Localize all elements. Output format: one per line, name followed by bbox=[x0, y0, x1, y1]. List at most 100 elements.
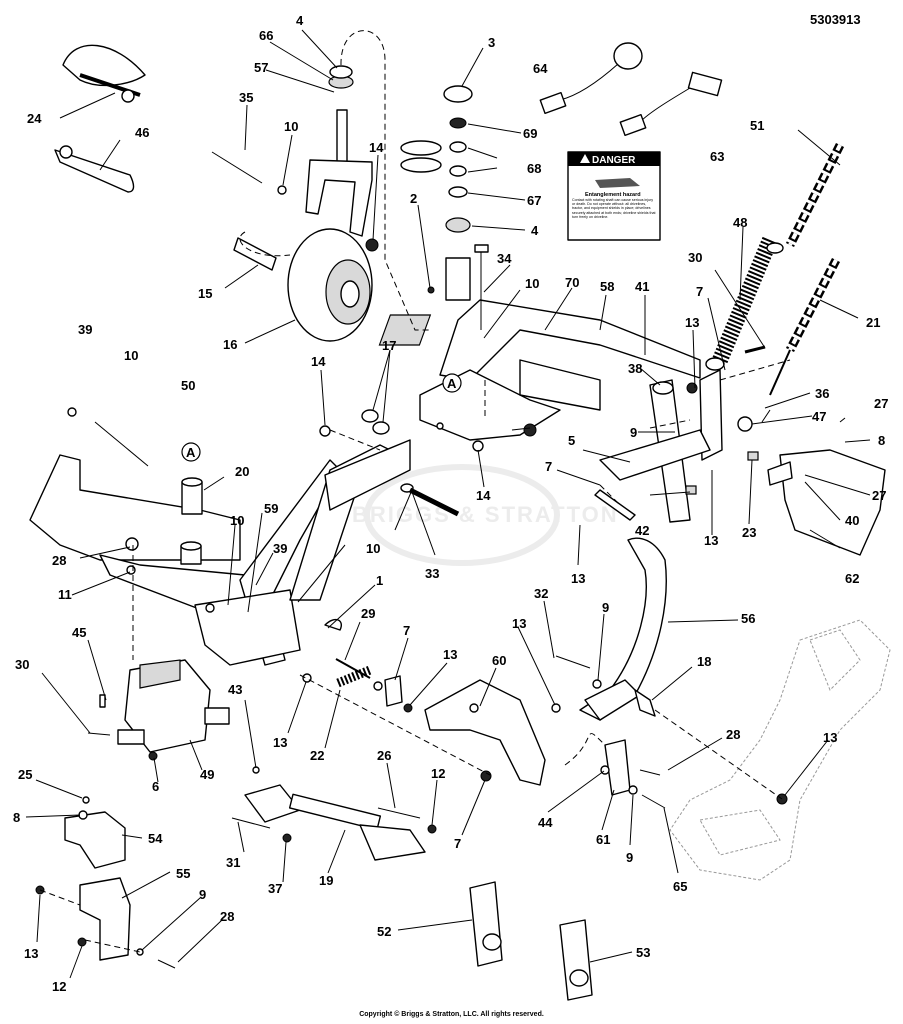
label-66: 66 bbox=[259, 28, 273, 43]
label-57: 57 bbox=[254, 60, 268, 75]
label-28-c: 28 bbox=[726, 727, 740, 742]
label-29: 29 bbox=[361, 606, 375, 621]
label-42: 42 bbox=[635, 523, 649, 538]
label-14-a: 14 bbox=[369, 140, 384, 155]
label-5: 5 bbox=[568, 433, 575, 448]
label-12-b: 12 bbox=[431, 766, 445, 781]
label-10-e: 10 bbox=[366, 541, 380, 556]
label-50: 50 bbox=[181, 378, 195, 393]
label-51: 51 bbox=[750, 118, 764, 133]
label-69: 69 bbox=[523, 126, 537, 141]
label-13-f: 13 bbox=[443, 647, 457, 662]
wire-harnesses bbox=[539, 42, 723, 137]
hitch-pin-lanyard bbox=[62, 44, 146, 103]
label-9-d: 9 bbox=[626, 850, 633, 865]
label-70: 70 bbox=[565, 275, 579, 290]
label-39-a: 39 bbox=[78, 322, 92, 337]
callout-a-top: A bbox=[442, 373, 462, 393]
label-9-c: 9 bbox=[602, 600, 609, 615]
label-9-a: 9 bbox=[630, 425, 637, 440]
label-7-b: 7 bbox=[545, 459, 552, 474]
label-56: 56 bbox=[741, 611, 755, 626]
label-64: 64 bbox=[533, 61, 548, 76]
label-55: 55 bbox=[176, 866, 190, 881]
label-21: 21 bbox=[866, 315, 880, 330]
label-63: 63 bbox=[710, 149, 724, 164]
label-37: 37 bbox=[268, 881, 282, 896]
side-plates bbox=[469, 881, 593, 1001]
callout-a-top-label: A bbox=[447, 376, 457, 391]
label-13-b: 13 bbox=[704, 533, 718, 548]
label-27-a: 27 bbox=[874, 396, 888, 411]
label-13-e: 13 bbox=[273, 735, 287, 750]
label-39-b: 39 bbox=[273, 541, 287, 556]
label-10-b: 10 bbox=[525, 276, 539, 291]
label-18: 18 bbox=[697, 654, 711, 669]
label-11: 11 bbox=[58, 587, 72, 602]
label-8-a: 8 bbox=[878, 433, 885, 448]
label-23: 23 bbox=[742, 525, 756, 540]
label-40: 40 bbox=[845, 513, 859, 528]
label-59: 59 bbox=[264, 501, 278, 516]
label-7-a: 7 bbox=[696, 284, 703, 299]
label-43: 43 bbox=[228, 682, 242, 697]
bearing-stack bbox=[400, 85, 473, 301]
label-3: 3 bbox=[488, 35, 495, 50]
label-2: 2 bbox=[410, 191, 417, 206]
label-38: 38 bbox=[628, 361, 642, 376]
label-58: 58 bbox=[600, 279, 614, 294]
label-9-b: 9 bbox=[199, 887, 206, 902]
callout-a-left-label: A bbox=[186, 445, 196, 460]
label-25: 25 bbox=[18, 767, 32, 782]
label-16: 16 bbox=[223, 337, 237, 352]
driveshaft bbox=[231, 766, 437, 861]
part-labels: 4 66 57 35 10 14 3 69 68 67 4 2 64 63 51… bbox=[13, 13, 888, 994]
gearbox bbox=[87, 659, 230, 761]
label-24: 24 bbox=[27, 111, 42, 126]
label-31: 31 bbox=[226, 855, 240, 870]
label-10-d: 10 bbox=[230, 513, 244, 528]
label-22: 22 bbox=[310, 748, 324, 763]
hitch-frame bbox=[378, 244, 701, 452]
label-28-a: 28 bbox=[52, 553, 66, 568]
label-36: 36 bbox=[815, 386, 829, 401]
label-45: 45 bbox=[72, 625, 86, 640]
caster-wheel-assembly bbox=[211, 65, 379, 342]
label-15: 15 bbox=[198, 286, 212, 301]
label-8-b: 8 bbox=[13, 810, 20, 825]
danger-decal-title: Entanglement hazard bbox=[585, 192, 641, 198]
label-46: 46 bbox=[135, 125, 149, 140]
label-12-a: 12 bbox=[52, 979, 66, 994]
watermark-text: BRIGGS & STRATTON bbox=[352, 502, 619, 527]
pto-shield bbox=[767, 449, 886, 556]
label-1: 1 bbox=[376, 573, 383, 588]
label-6: 6 bbox=[152, 779, 159, 794]
document-number: 5303913 bbox=[810, 12, 861, 27]
label-13-c: 13 bbox=[571, 571, 585, 586]
label-34: 34 bbox=[497, 251, 512, 266]
label-13-h: 13 bbox=[823, 730, 837, 745]
copyright-notice: Copyright © Briggs & Stratton, LLC. All … bbox=[359, 1011, 544, 1018]
left-frame bbox=[29, 407, 341, 666]
danger-decal-body: Contact with rotating shaft can cause se… bbox=[572, 198, 656, 219]
label-13-g: 13 bbox=[512, 616, 526, 631]
spring-and-plate bbox=[302, 658, 413, 713]
label-60: 60 bbox=[492, 653, 506, 668]
label-30-b: 30 bbox=[15, 657, 29, 672]
label-4-a: 4 bbox=[296, 13, 304, 28]
label-54: 54 bbox=[148, 831, 163, 846]
assembly-lines bbox=[39, 30, 791, 953]
gearbox-mount-brackets bbox=[35, 796, 176, 969]
label-13-d: 13 bbox=[24, 946, 38, 961]
label-17: 17 bbox=[382, 338, 396, 353]
label-33: 33 bbox=[425, 566, 439, 581]
label-62: 62 bbox=[845, 571, 859, 586]
label-47: 47 bbox=[812, 409, 826, 424]
leader-lines bbox=[25, 29, 871, 979]
label-52: 52 bbox=[377, 924, 391, 939]
label-7-c: 7 bbox=[403, 623, 410, 638]
chains-and-spring bbox=[705, 142, 845, 396]
lift-lever-arm bbox=[551, 537, 667, 721]
label-10-a: 10 bbox=[284, 119, 298, 134]
hitch-plate bbox=[424, 679, 546, 786]
